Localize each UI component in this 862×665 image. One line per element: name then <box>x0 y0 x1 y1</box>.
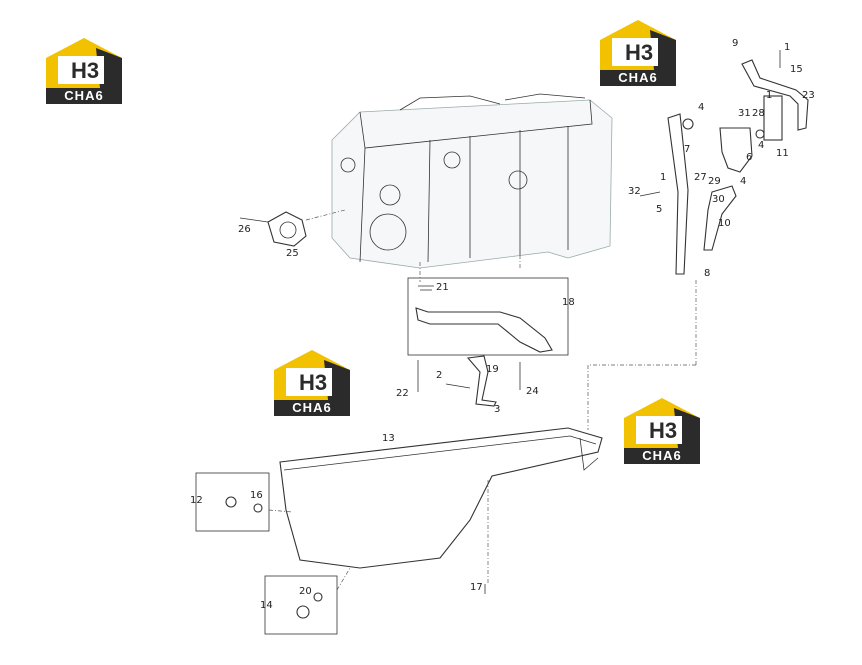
house-logo-icon <box>624 398 700 448</box>
drain-plug-box-12 <box>195 472 293 532</box>
logo-mark: H3 <box>624 40 654 65</box>
callout-6: 6 <box>746 152 752 163</box>
callout-14: 14 <box>260 600 273 611</box>
callout-4a: 4 <box>698 102 704 113</box>
callout-10: 10 <box>718 218 731 229</box>
callout-9: 9 <box>732 38 738 49</box>
callout-5: 5 <box>656 204 662 215</box>
oil-pan <box>279 427 603 594</box>
callout-20: 20 <box>299 586 312 597</box>
callout-23: 23 <box>802 90 815 101</box>
callout-labels: 1 1 1 2 3 4 4 4 5 6 7 8 9 10 11 12 13 14… <box>190 38 815 611</box>
bracket-part <box>417 355 521 407</box>
callout-4c: 4 <box>740 176 746 187</box>
breather-assembly <box>587 50 809 430</box>
logo-brand: CHA6 <box>46 88 122 104</box>
callout-1a: 1 <box>784 42 790 53</box>
callout-25: 25 <box>286 248 299 259</box>
callout-22: 22 <box>396 388 409 399</box>
brand-logo: H3 CHA6 <box>598 18 678 88</box>
callout-2: 2 <box>436 370 442 381</box>
callout-12: 12 <box>190 495 203 506</box>
brand-logo: H3 CHA6 <box>44 36 124 106</box>
callout-26: 26 <box>238 224 251 235</box>
callout-7: 7 <box>684 144 690 155</box>
callout-1c: 1 <box>660 172 666 183</box>
callout-13: 13 <box>382 433 395 444</box>
callout-8: 8 <box>704 268 710 279</box>
house-logo-icon <box>274 350 350 400</box>
logo-mark: H3 <box>70 58 100 83</box>
callout-3: 3 <box>494 404 500 415</box>
callout-17: 17 <box>470 582 483 593</box>
callout-27: 27 <box>694 172 707 183</box>
brand-logo: H3 CHA6 <box>272 348 352 418</box>
callout-4b: 4 <box>758 140 764 151</box>
house-logo-icon <box>46 38 122 88</box>
callout-1b: 1 <box>766 90 772 101</box>
callout-16: 16 <box>250 490 263 501</box>
callout-15: 15 <box>790 64 803 75</box>
drain-plug-box-14 <box>264 567 351 635</box>
callout-24: 24 <box>526 386 539 397</box>
callout-31: 31 <box>738 108 751 119</box>
front-cover-part <box>239 209 346 247</box>
callout-30: 30 <box>712 194 725 205</box>
suction-tube-group <box>407 255 569 356</box>
callout-32: 32 <box>628 186 641 197</box>
logo-mark: H3 <box>648 418 678 443</box>
callout-19: 19 <box>486 364 499 375</box>
callout-11: 11 <box>776 148 789 159</box>
logo-mark: H3 <box>298 370 328 395</box>
logo-brand: CHA6 <box>624 448 700 464</box>
callout-18: 18 <box>562 297 575 308</box>
logo-brand: CHA6 <box>274 400 350 416</box>
callout-21: 21 <box>436 282 449 293</box>
house-logo-icon <box>600 20 676 70</box>
logo-brand: CHA6 <box>600 70 676 86</box>
engine-block <box>331 93 613 269</box>
callout-29: 29 <box>708 176 721 187</box>
callout-28: 28 <box>752 108 765 119</box>
brand-logo: H3 CHA6 <box>622 396 702 466</box>
